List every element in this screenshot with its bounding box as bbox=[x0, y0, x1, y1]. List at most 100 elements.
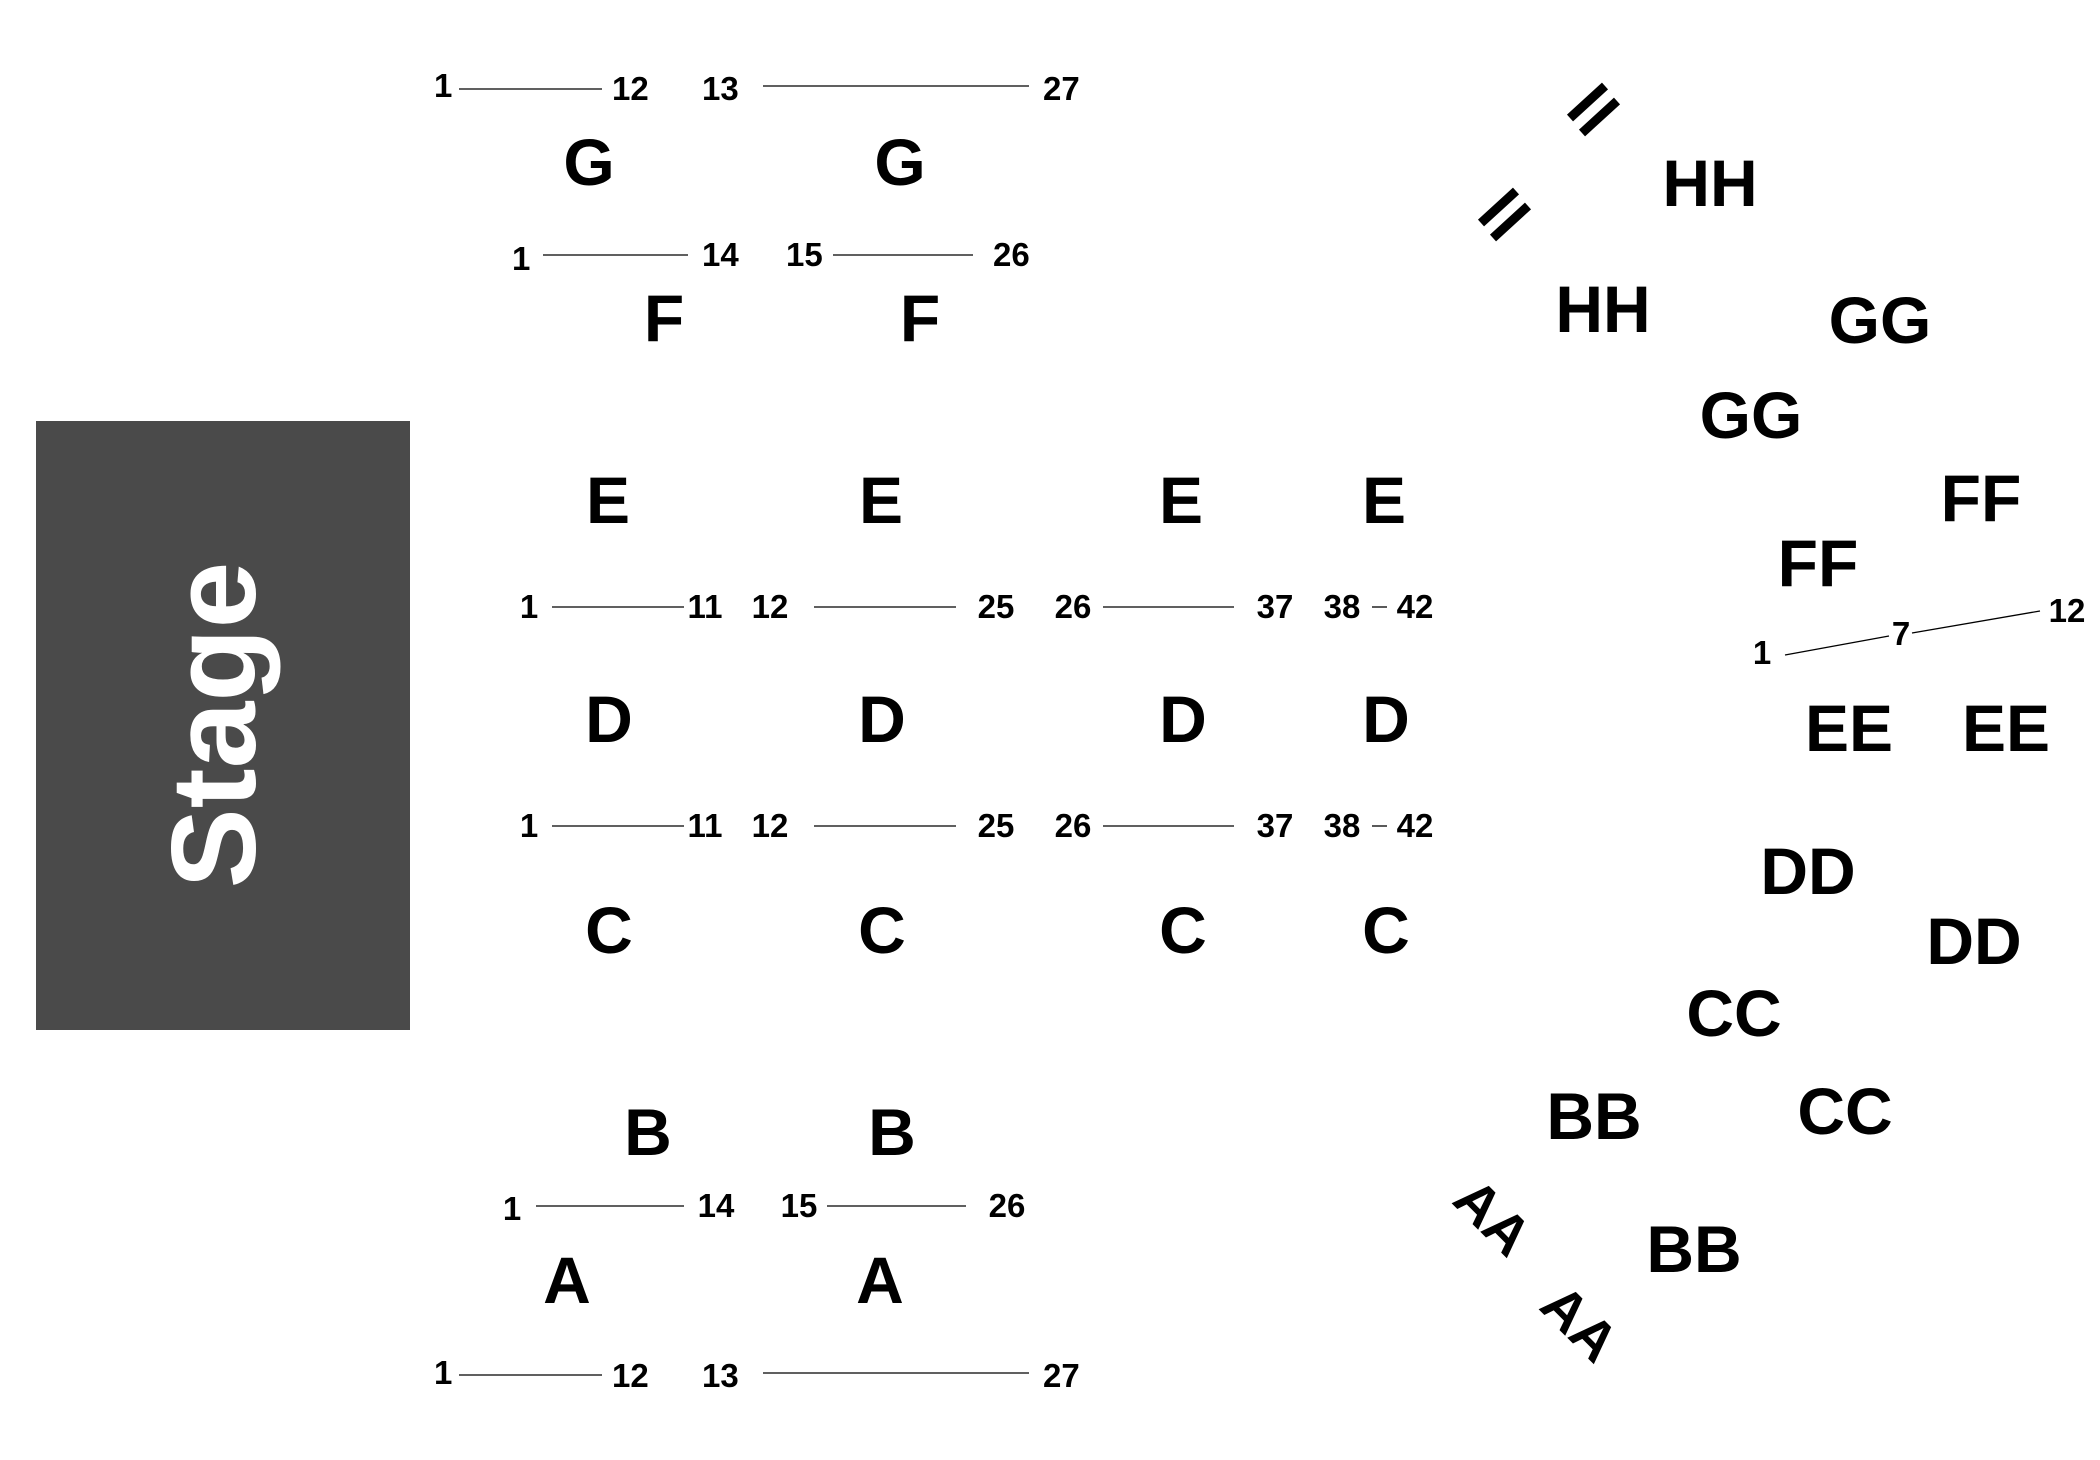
row-label-d: D bbox=[1362, 682, 1410, 756]
seat-number-start: 26 bbox=[1055, 588, 1092, 625]
seat-number-end: 12 bbox=[612, 1357, 649, 1394]
row-label-e: E bbox=[1362, 463, 1406, 537]
row-label-e: E bbox=[859, 463, 903, 537]
seat-number-start: 15 bbox=[786, 236, 823, 273]
row-label-d: D bbox=[585, 682, 633, 756]
row-label-d: D bbox=[858, 682, 906, 756]
seat-number-end: 11 bbox=[688, 807, 723, 844]
row-label-c: C bbox=[858, 893, 906, 967]
row-label-cc: CC bbox=[1797, 1074, 1892, 1148]
row-label-bb: BB bbox=[1546, 1079, 1641, 1153]
seat-range-cd-1: 1 11 bbox=[520, 807, 723, 844]
seat-range-de-2: 12 25 bbox=[752, 588, 1015, 625]
seat-number-start: 38 bbox=[1324, 588, 1361, 625]
seat-number-start: 26 bbox=[1055, 807, 1092, 844]
seat-range-g-left: 1 12 bbox=[434, 67, 649, 107]
break-stroke bbox=[1578, 97, 1621, 137]
break-mark-lower bbox=[1477, 187, 1532, 242]
row-label-aa: AA bbox=[1442, 1166, 1544, 1268]
row-label-a: A bbox=[543, 1243, 591, 1317]
row-label-gg: GG bbox=[1829, 283, 1932, 357]
seat-number-end: 12 bbox=[2049, 592, 2086, 629]
seat-number-end: 37 bbox=[1257, 807, 1294, 844]
stage-block bbox=[36, 421, 410, 1030]
seat-number-start: 38 bbox=[1324, 807, 1361, 844]
row-label-f: F bbox=[900, 281, 940, 355]
row-label-ee: EE bbox=[1805, 691, 1893, 765]
seat-number-end: 25 bbox=[978, 588, 1015, 625]
row-label-e: E bbox=[1159, 463, 1203, 537]
seat-range-a-right-bottom: 13 27 bbox=[702, 1357, 1080, 1394]
row-label-c: C bbox=[1159, 893, 1207, 967]
row-label-aa: AA bbox=[1529, 1272, 1631, 1374]
row-label-gg: GG bbox=[1700, 378, 1803, 452]
seat-number-end: 27 bbox=[1043, 70, 1080, 107]
seat-number-start: 1 bbox=[434, 1354, 452, 1391]
row-label-g: G bbox=[874, 125, 925, 199]
row-label-a: A bbox=[856, 1243, 904, 1317]
seat-number-start: 12 bbox=[752, 588, 789, 625]
seat-range-f-right: 15 26 bbox=[786, 236, 1030, 273]
seat-range-de-1: 1 11 bbox=[520, 588, 723, 625]
seat-range-g-right: 13 27 bbox=[702, 70, 1080, 107]
row-label-hh: HH bbox=[1662, 146, 1757, 220]
seat-range-cd-3: 26 37 bbox=[1055, 807, 1294, 844]
break-stroke bbox=[1477, 187, 1520, 227]
row-label-c: C bbox=[585, 893, 633, 967]
break-stroke bbox=[1566, 82, 1609, 122]
row-label-cc: CC bbox=[1686, 976, 1781, 1050]
seat-number-end: 26 bbox=[993, 236, 1030, 273]
seat-number-end: 42 bbox=[1397, 588, 1434, 625]
row-label-ee: EE bbox=[1962, 691, 2050, 765]
row-label-f: F bbox=[644, 281, 684, 355]
seat-range-cd-4: 38 42 bbox=[1324, 807, 1434, 844]
range-line bbox=[1911, 610, 2041, 634]
seat-number-start: 1 bbox=[512, 240, 530, 277]
seat-range-de-3: 26 37 bbox=[1055, 588, 1294, 625]
row-label-bb: BB bbox=[1646, 1212, 1741, 1286]
seat-number-end: 27 bbox=[1043, 1357, 1080, 1394]
row-label-dd: DD bbox=[1926, 904, 2021, 978]
seat-number-mid: 7 bbox=[1892, 615, 1910, 652]
seat-number-start: 13 bbox=[702, 70, 739, 107]
row-label-ff: FF bbox=[1941, 461, 2022, 535]
seat-number-start: 1 bbox=[520, 807, 538, 844]
range-line bbox=[1784, 635, 1890, 656]
stage: Stage bbox=[36, 421, 410, 1030]
seat-range-a-left-bottom: 1 12 bbox=[434, 1354, 649, 1394]
seat-number-start: 1 bbox=[434, 67, 452, 104]
seat-number-start: 13 bbox=[702, 1357, 739, 1394]
row-label-d: D bbox=[1159, 682, 1207, 756]
row-label-hh: HH bbox=[1555, 272, 1650, 346]
row-label-b: B bbox=[624, 1095, 672, 1169]
seat-number-end: 25 bbox=[978, 807, 1015, 844]
seat-number-end: 11 bbox=[688, 588, 723, 625]
seat-number-end: 14 bbox=[702, 236, 739, 273]
seat-range-f-left: 1 14 bbox=[512, 236, 739, 277]
seat-number-start: 1 bbox=[1753, 634, 1771, 671]
seat-number-start: 12 bbox=[752, 807, 789, 844]
break-mark-upper bbox=[1566, 82, 1621, 137]
seat-number-start: 1 bbox=[520, 588, 538, 625]
seat-range-ee: 1 7 12 bbox=[1753, 592, 2086, 671]
seat-range-de-4: 38 42 bbox=[1324, 588, 1434, 625]
row-label-g: G bbox=[563, 125, 614, 199]
seat-number-end: 42 bbox=[1397, 807, 1434, 844]
row-label-dd: DD bbox=[1760, 834, 1855, 908]
row-label-c: C bbox=[1362, 893, 1410, 967]
seat-number-start: 15 bbox=[781, 1187, 818, 1224]
seat-range-a-left-top: 1 14 bbox=[503, 1187, 735, 1227]
seat-number-end: 12 bbox=[612, 70, 649, 107]
row-label-b: B bbox=[868, 1095, 916, 1169]
seat-number-end: 37 bbox=[1257, 588, 1294, 625]
stage-label: Stage bbox=[147, 562, 281, 889]
seat-number-end: 14 bbox=[698, 1187, 735, 1224]
seat-number-end: 26 bbox=[989, 1187, 1026, 1224]
break-stroke bbox=[1489, 202, 1532, 242]
row-label-ff: FF bbox=[1778, 526, 1859, 600]
seat-range-cd-2: 12 25 bbox=[752, 807, 1015, 844]
seat-number-start: 1 bbox=[503, 1190, 521, 1227]
seat-range-a-right-top: 15 26 bbox=[781, 1187, 1026, 1224]
row-label-e: E bbox=[586, 463, 630, 537]
